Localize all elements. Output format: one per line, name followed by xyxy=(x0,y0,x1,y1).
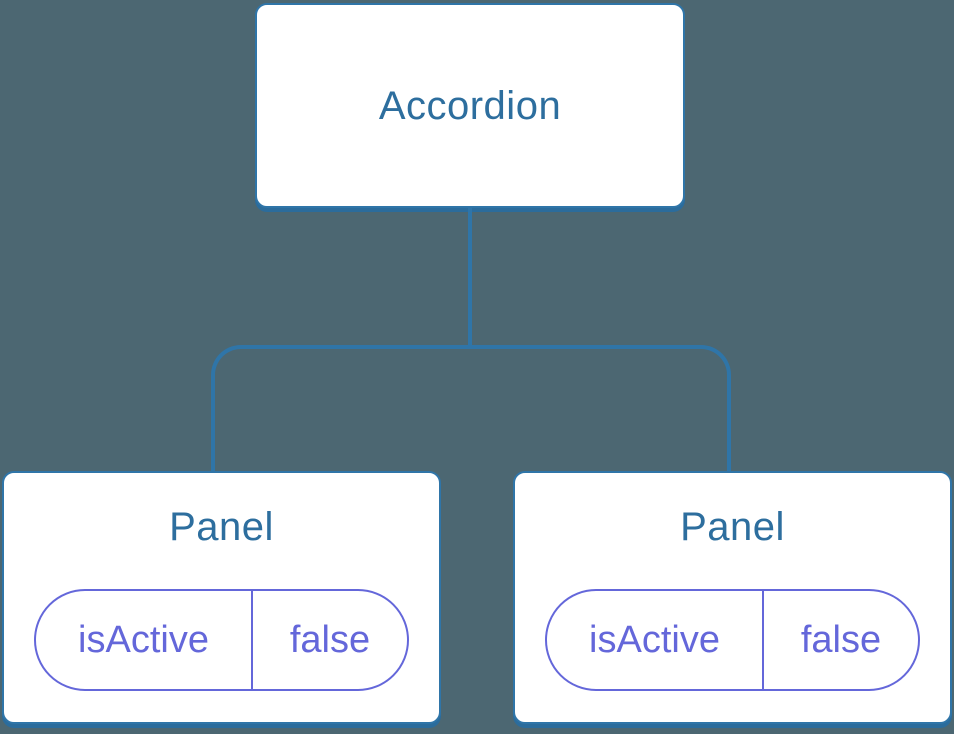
state-pill: isActive false xyxy=(34,589,409,691)
state-value-cell: false xyxy=(800,619,882,661)
state-key-cell: isActive xyxy=(547,591,764,689)
state-value-cell: false xyxy=(289,619,371,661)
child-node-label: Panel xyxy=(680,505,785,549)
child-node-panel-left: Panel isActive false xyxy=(2,471,441,724)
connector-bracket xyxy=(211,345,731,471)
state-pill: isActive false xyxy=(545,589,920,691)
connector-trunk-line xyxy=(468,208,472,347)
root-node-accordion: Accordion xyxy=(255,3,685,208)
child-node-label: Panel xyxy=(169,505,274,549)
state-key-cell: isActive xyxy=(36,591,253,689)
child-node-panel-right: Panel isActive false xyxy=(513,471,952,724)
root-node-label: Accordion xyxy=(378,83,562,128)
